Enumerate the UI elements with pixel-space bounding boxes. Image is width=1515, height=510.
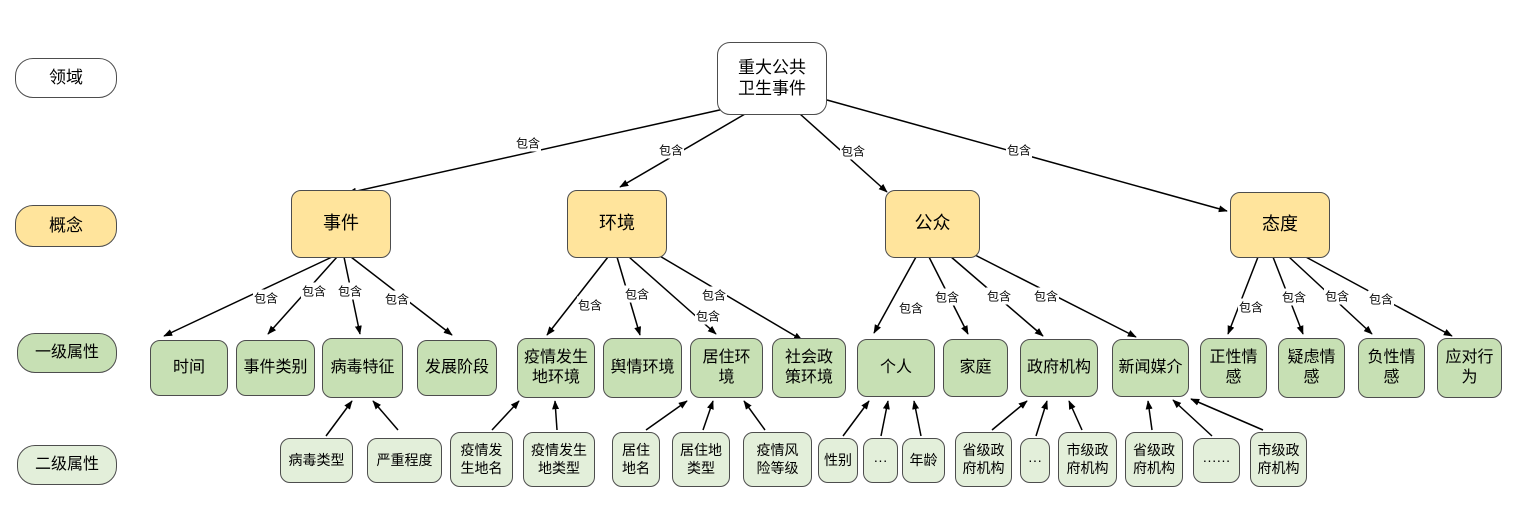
node-ellipsis2: ··· — [1020, 438, 1050, 483]
edge-label-root-taidu: 包含 — [1005, 141, 1033, 159]
edge-epi_place_type-epidemic_env — [552, 400, 560, 431]
edge-risk_level-living_env — [743, 400, 766, 431]
edge-living_place_name-living_env — [645, 400, 688, 431]
edge-gender-geren — [842, 400, 870, 437]
node-ellipsis3: ······ — [1193, 438, 1240, 483]
edge-huanjing-social_policy_env — [657, 254, 803, 341]
node-living_place_type: 居住地 类型 — [672, 432, 730, 487]
edge-label-shijian-dev_stage: 包含 — [383, 290, 411, 308]
edge-severity-virus_feature — [372, 400, 399, 431]
node-opinion_env: 舆情环境 — [603, 338, 682, 398]
edge-label-root-shijian: 包含 — [514, 134, 542, 152]
edge-prov_gov2-news_media — [1145, 400, 1153, 431]
node-gongzhong: 公众 — [885, 190, 980, 258]
node-epi_place_type: 疫情发生 地类型 — [523, 432, 595, 487]
edge-shijian-time — [163, 256, 333, 337]
edge-label-root-gongzhong: 包含 — [839, 142, 867, 160]
node-news_media: 新闻媒介 — [1112, 339, 1189, 397]
node-shijian: 事件 — [291, 190, 391, 258]
node-virus_feature: 病毒特征 — [322, 338, 403, 398]
node-virus_type: 病毒类型 — [280, 438, 353, 483]
edge-label-gongzhong-jiating: 包含 — [933, 288, 961, 306]
node-neg_emotion: 负性情 感 — [1358, 338, 1425, 398]
node-prov_gov2: 省级政 府机构 — [1125, 432, 1183, 487]
edge-label-shijian-time: 包含 — [252, 289, 280, 307]
legend-lg_attr1: 一级属性 — [17, 333, 117, 373]
edge-label-root-huanjing: 包含 — [657, 141, 685, 159]
node-gender: 性别 — [818, 438, 858, 483]
edge-ellipsis1-geren — [880, 400, 890, 437]
node-root: 重大公共 卫生事件 — [717, 42, 827, 115]
edge-label-huanjing-living_env: 包含 — [694, 307, 722, 325]
edge-huanjing-epidemic_env — [546, 256, 609, 336]
edge-city_gov2-news_media — [1190, 398, 1264, 431]
edge-label-huanjing-epidemic_env: 包含 — [576, 296, 604, 314]
edge-gongzhong-geren — [873, 256, 917, 334]
edge-epi_place_name-epidemic_env — [491, 400, 520, 431]
edge-city_gov1-gov_org — [1068, 400, 1083, 431]
node-epidemic_env: 疫情发生 地环境 — [517, 338, 595, 398]
edge-prov_gov1-gov_org — [991, 400, 1028, 431]
node-living_env: 居住环 境 — [690, 338, 763, 398]
node-event_category: 事件类别 — [236, 340, 315, 396]
node-gov_org: 政府机构 — [1020, 339, 1098, 397]
node-epi_place_name: 疫情发 生地名 — [450, 432, 513, 487]
node-dev_stage: 发展阶段 — [417, 340, 497, 396]
node-time: 时间 — [150, 340, 228, 396]
node-risk_level: 疫情风 险等级 — [743, 432, 812, 487]
legend-lg_attr2: 二级属性 — [17, 445, 117, 485]
node-taidu: 态度 — [1230, 192, 1330, 258]
node-prov_gov1: 省级政 府机构 — [955, 432, 1012, 487]
edge-taidu-pos_emotion — [1227, 256, 1259, 335]
node-geren: 个人 — [857, 339, 935, 397]
edge-ellipsis3-news_media — [1172, 399, 1213, 437]
edge-label-taidu-coping_behavior: 包含 — [1367, 290, 1395, 308]
legend-lg_domain: 领域 — [15, 58, 117, 98]
node-huanjing: 环境 — [567, 190, 667, 258]
node-coping_behavior: 应对行 为 — [1437, 338, 1502, 398]
edge-label-taidu-pos_emotion: 包含 — [1237, 298, 1265, 316]
node-living_place_name: 居住 地名 — [612, 432, 660, 487]
edge-label-gongzhong-gov_org: 包含 — [985, 287, 1013, 305]
node-age: 年龄 — [902, 438, 945, 483]
node-jiating: 家庭 — [943, 339, 1008, 397]
node-city_gov2: 市级政 府机构 — [1250, 432, 1307, 487]
legend-lg_concept: 概念 — [15, 205, 117, 247]
edge-ellipsis2-gov_org — [1035, 400, 1048, 437]
node-social_policy_env: 社会政 策环境 — [772, 338, 846, 398]
edge-age-geren — [912, 400, 922, 437]
node-severity: 严重程度 — [367, 438, 442, 483]
edge-label-huanjing-opinion_env: 包含 — [623, 285, 651, 303]
edge-living_place_type-living_env — [702, 400, 714, 431]
edge-label-shijian-event_category: 包含 — [300, 282, 328, 300]
edge-label-shijian-virus_feature: 包含 — [336, 282, 364, 300]
edge-label-gongzhong-geren: 包含 — [897, 299, 925, 317]
node-pos_emotion: 正性情 感 — [1200, 338, 1267, 398]
edge-label-gongzhong-news_media: 包含 — [1032, 287, 1060, 305]
node-city_gov1: 市级政 府机构 — [1058, 432, 1117, 487]
edge-label-taidu-doubt_emotion: 包含 — [1280, 288, 1308, 306]
node-ellipsis1: ··· — [863, 438, 898, 483]
edge-virus_type-virus_feature — [325, 400, 353, 437]
edge-label-taidu-neg_emotion: 包含 — [1323, 287, 1351, 305]
node-doubt_emotion: 疑虑情 感 — [1278, 338, 1345, 398]
edge-label-huanjing-social_policy_env: 包含 — [700, 286, 728, 304]
